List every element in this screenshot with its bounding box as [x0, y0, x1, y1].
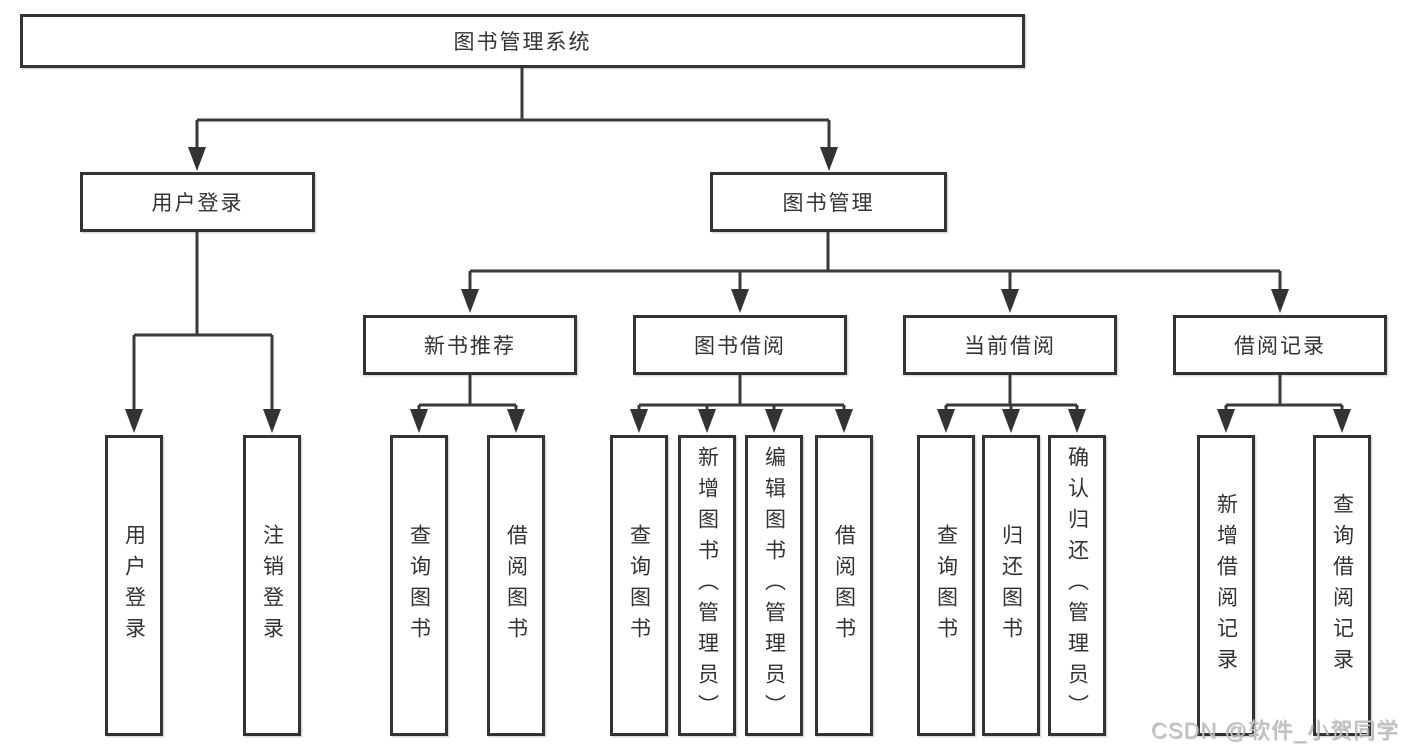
arrowhead-icon	[1333, 409, 1351, 433]
arrowhead-icon	[630, 409, 648, 433]
arrowheads	[125, 147, 1351, 433]
node-borrow-records: 借阅记录	[1173, 315, 1387, 375]
connector-user-login-to-leaves	[132, 232, 274, 418]
arrowhead-icon	[1068, 409, 1086, 433]
node-leaf-confirm-return-admin: 确认归还（管理员）	[1048, 435, 1106, 736]
connector-new-book-recommend-to-leaves	[417, 375, 518, 418]
node-current-borrow: 当前借阅	[903, 315, 1117, 375]
arrowhead-icon	[1271, 289, 1289, 313]
arrowhead-icon	[263, 409, 281, 433]
arrowhead-icon	[765, 409, 783, 433]
arrowhead-icon	[1002, 409, 1020, 433]
connector-book-borrow-to-leaves	[637, 375, 846, 418]
arrowhead-icon	[820, 147, 838, 171]
node-leaf-add-borrow-record: 新增借阅记录	[1197, 435, 1255, 736]
node-library-management-system: 图书管理系统	[20, 14, 1025, 68]
arrowhead-icon	[125, 409, 143, 433]
node-leaf-user-login: 用户登录	[105, 435, 163, 736]
arrowhead-icon	[507, 409, 525, 433]
arrowhead-icon	[410, 409, 428, 433]
arrowhead-icon	[461, 289, 479, 313]
node-leaf-borrow-books-recommend: 借阅图书	[487, 435, 545, 736]
node-new-book-recommend: 新书推荐	[363, 315, 577, 375]
arrowhead-icon	[731, 289, 749, 313]
arrowhead-icon	[835, 409, 853, 433]
connector-paths	[132, 68, 1344, 418]
arrowhead-icon	[937, 409, 955, 433]
arrowhead-icon	[1217, 409, 1235, 433]
arrowhead-icon	[698, 409, 716, 433]
connector-borrow-records-to-leaves	[1224, 375, 1344, 418]
watermark: CSDN @软件_小贺同学	[1150, 718, 1399, 743]
arrowhead-icon	[1001, 289, 1019, 313]
node-leaf-return-books: 归还图书	[982, 435, 1040, 736]
node-leaf-borrow-books: 借阅图书	[815, 435, 873, 736]
node-leaf-query-borrow-record: 查询借阅记录	[1313, 435, 1371, 736]
connector-book-management-to-level3	[468, 232, 1282, 298]
node-leaf-query-books-recommend: 查询图书	[390, 435, 448, 736]
node-leaf-query-books-borrow: 查询图书	[610, 435, 668, 736]
node-leaf-logout: 注销登录	[243, 435, 301, 736]
arrowhead-icon	[188, 147, 206, 171]
connector-root-to-level2	[195, 68, 831, 158]
node-user-login: 用户登录	[80, 172, 315, 232]
node-leaf-query-books-current: 查询图书	[917, 435, 975, 736]
node-book-borrow: 图书借阅	[633, 315, 847, 375]
node-leaf-add-books-admin: 新增图书（管理员）	[678, 435, 736, 736]
node-book-management: 图书管理	[710, 172, 947, 232]
node-leaf-edit-books-admin: 编辑图书（管理员）	[745, 435, 803, 736]
